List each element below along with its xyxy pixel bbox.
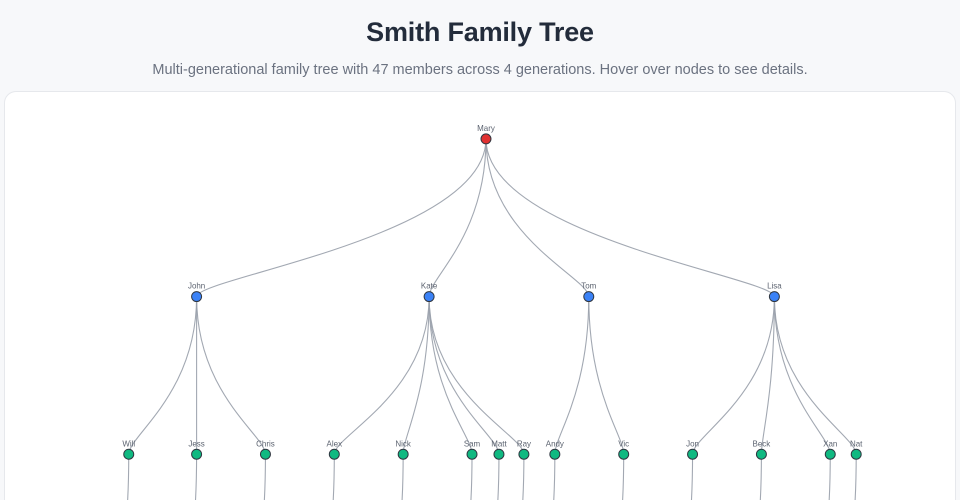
tree-node-label: John (188, 282, 205, 291)
tree-node-label: Jess (188, 439, 204, 448)
tree-edge (773, 296, 857, 455)
tree-node-label: Jon (686, 439, 699, 448)
tree-edge (428, 138, 487, 297)
tree-node[interactable]: Alex (327, 439, 343, 460)
tree-node[interactable]: Mary (477, 124, 495, 145)
tree-edge-descender (854, 454, 857, 500)
tree-node-label: Vic (618, 439, 629, 448)
page-subtitle: Multi-generational family tree with 47 m… (152, 61, 808, 78)
tree-edge-descender (828, 454, 831, 500)
tree-node[interactable]: Chris (256, 439, 275, 460)
tree-edge-descender (332, 454, 335, 500)
tree-node[interactable]: Beck (753, 439, 771, 460)
tree-edge (196, 138, 487, 297)
tree-edge (692, 296, 775, 455)
tree-node-dot[interactable] (755, 448, 767, 460)
tree-node[interactable]: Matt (491, 439, 507, 460)
tree-edge (196, 296, 267, 455)
tree-node-dot[interactable] (583, 291, 595, 303)
tree-node[interactable]: Ray (517, 439, 531, 460)
page-title: Smith Family Tree (366, 17, 594, 47)
tree-node-label: Will (122, 439, 135, 448)
tree-node-dot[interactable] (850, 448, 862, 460)
tree-edge-descender (263, 454, 267, 500)
tree-edge (485, 138, 590, 297)
tree-node-dot[interactable] (480, 133, 492, 145)
tree-edge-descender (497, 454, 500, 500)
tree-node-dot[interactable] (328, 448, 340, 460)
tree-node-dot[interactable] (123, 448, 135, 460)
tree-node-label: Nat (850, 439, 863, 448)
tree-edge (128, 296, 198, 455)
tree-edge-descender (194, 454, 198, 500)
tree-node-label: Xan (823, 439, 837, 448)
tree-node-label: Ray (517, 439, 531, 448)
tree-node-dot[interactable] (423, 291, 435, 303)
tree-node[interactable]: Nat (850, 439, 863, 460)
tree-edge (402, 296, 430, 455)
tree-edge (428, 296, 500, 455)
tree-node-dot[interactable] (687, 448, 699, 460)
tree-node-dot[interactable] (191, 291, 203, 303)
tree-edge (554, 296, 590, 455)
tree-node[interactable]: Tom (581, 282, 597, 303)
tree-node-label: Andy (546, 439, 564, 448)
tree-node-dot[interactable] (618, 448, 630, 460)
tree-node[interactable]: Jess (188, 439, 205, 460)
page-header: Smith Family Tree Multi-generational fam… (0, 0, 960, 91)
tree-node-label: Tom (581, 282, 596, 291)
tree-node[interactable]: Nick (395, 439, 411, 460)
tree-edge-descender (522, 454, 525, 500)
tree-node-label: Kate (421, 282, 438, 291)
tree-edge (773, 296, 831, 455)
tree-node-label: Chris (256, 439, 275, 448)
tree-node[interactable]: John (188, 282, 205, 303)
tree-node-dot[interactable] (397, 448, 409, 460)
tree-node-label: Mary (477, 124, 495, 133)
tree-node-dot[interactable] (259, 448, 271, 460)
tree-node-dot[interactable] (466, 448, 478, 460)
tree-node-label: Lisa (767, 282, 782, 291)
tree-node-label: Matt (491, 439, 507, 448)
tree-node[interactable]: Jon (686, 439, 699, 460)
tree-node-label: Alex (327, 439, 343, 448)
tree-node-dot[interactable] (191, 448, 203, 460)
tree-node[interactable]: Sam (464, 439, 481, 460)
tree-edge (588, 296, 625, 455)
tree-node-dot[interactable] (493, 448, 505, 460)
tree-node[interactable]: Andy (546, 439, 564, 460)
tree-edge-descender (401, 454, 404, 500)
tree-edge (485, 138, 775, 297)
tree-node[interactable]: Will (122, 439, 135, 460)
tree-node-label: Beck (753, 439, 771, 448)
tree-edge (760, 296, 775, 455)
tree-node-dot[interactable] (768, 291, 780, 303)
tree-node-dot[interactable] (824, 448, 836, 460)
tree-edge-descender (690, 454, 694, 500)
tree-node[interactable]: Kate (421, 282, 438, 303)
tree-edge-descender (470, 454, 473, 500)
tree-edge-descender (127, 454, 130, 500)
tree-node-dot[interactable] (518, 448, 530, 460)
tree-edge (428, 296, 525, 455)
tree-edge-descender (553, 454, 556, 500)
tree-node[interactable]: Xan (823, 439, 837, 460)
tree-node[interactable]: Lisa (767, 282, 782, 303)
tree-node-label: Sam (464, 439, 481, 448)
tree-node[interactable]: Vic (618, 439, 630, 460)
tree-edge-descender (759, 454, 762, 500)
tree-node-dot[interactable] (549, 448, 561, 460)
tree-edge (428, 296, 473, 455)
tree-node-label: Nick (395, 439, 411, 448)
tree-edge-descender (622, 454, 625, 500)
tree-edge (333, 296, 430, 455)
edge-layer (127, 138, 857, 500)
